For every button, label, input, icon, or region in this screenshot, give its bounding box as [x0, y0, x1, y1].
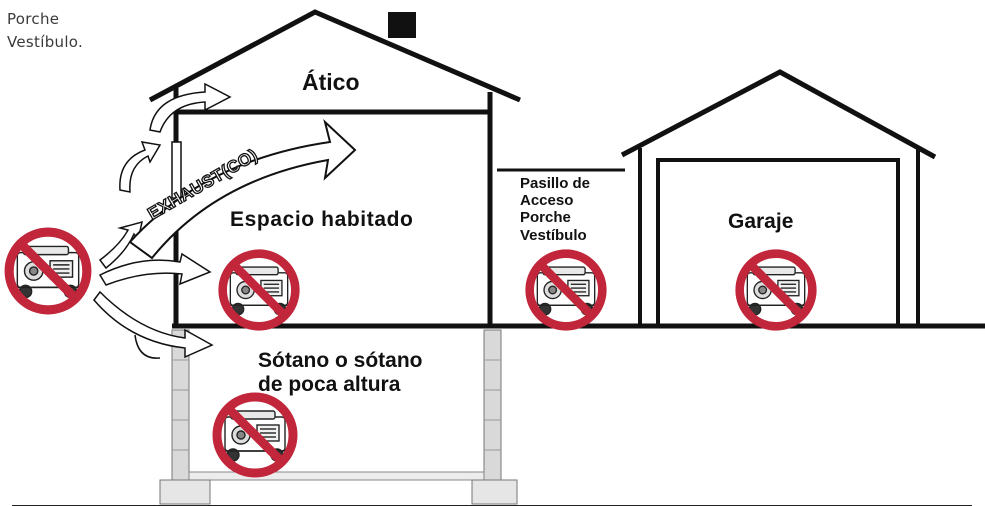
hall-label-line1: Pasillo de	[520, 175, 590, 192]
basement-label-line1: Sótano o sótano	[258, 349, 423, 372]
garage-roof	[620, 69, 937, 160]
no-generator-icon	[9, 232, 87, 310]
basement	[159, 329, 518, 505]
garage-label: Garaje	[728, 210, 793, 233]
hall-label-line4: Vestíbulo	[520, 227, 587, 244]
no-generator-icon	[740, 254, 813, 327]
hall-label-line2: Acceso	[520, 192, 573, 209]
exhaust-arrows	[93, 82, 232, 359]
hall-label: Pasillo de Acceso Porche Vestíbulo	[520, 175, 590, 244]
wall-window	[171, 141, 182, 199]
corner-text-line2: Vestíbulo.	[7, 33, 84, 51]
corner-text-line1: Porche	[7, 10, 60, 28]
chimney	[388, 12, 416, 38]
basement-label-line2: de poca altura	[258, 373, 401, 396]
corner-text: Porche Vestíbulo.	[7, 8, 83, 54]
no-generator-icon	[217, 397, 293, 473]
house-roof	[148, 9, 521, 103]
living-space-label: Espacio habitado	[230, 208, 413, 231]
no-generator-icon	[223, 254, 296, 327]
attic-label: Ático	[302, 68, 360, 95]
exhaust-co-arrow: EXHAUST(CO)	[128, 118, 357, 260]
no-generator-icon	[530, 254, 603, 327]
hall-label-line3: Porche	[520, 209, 571, 226]
